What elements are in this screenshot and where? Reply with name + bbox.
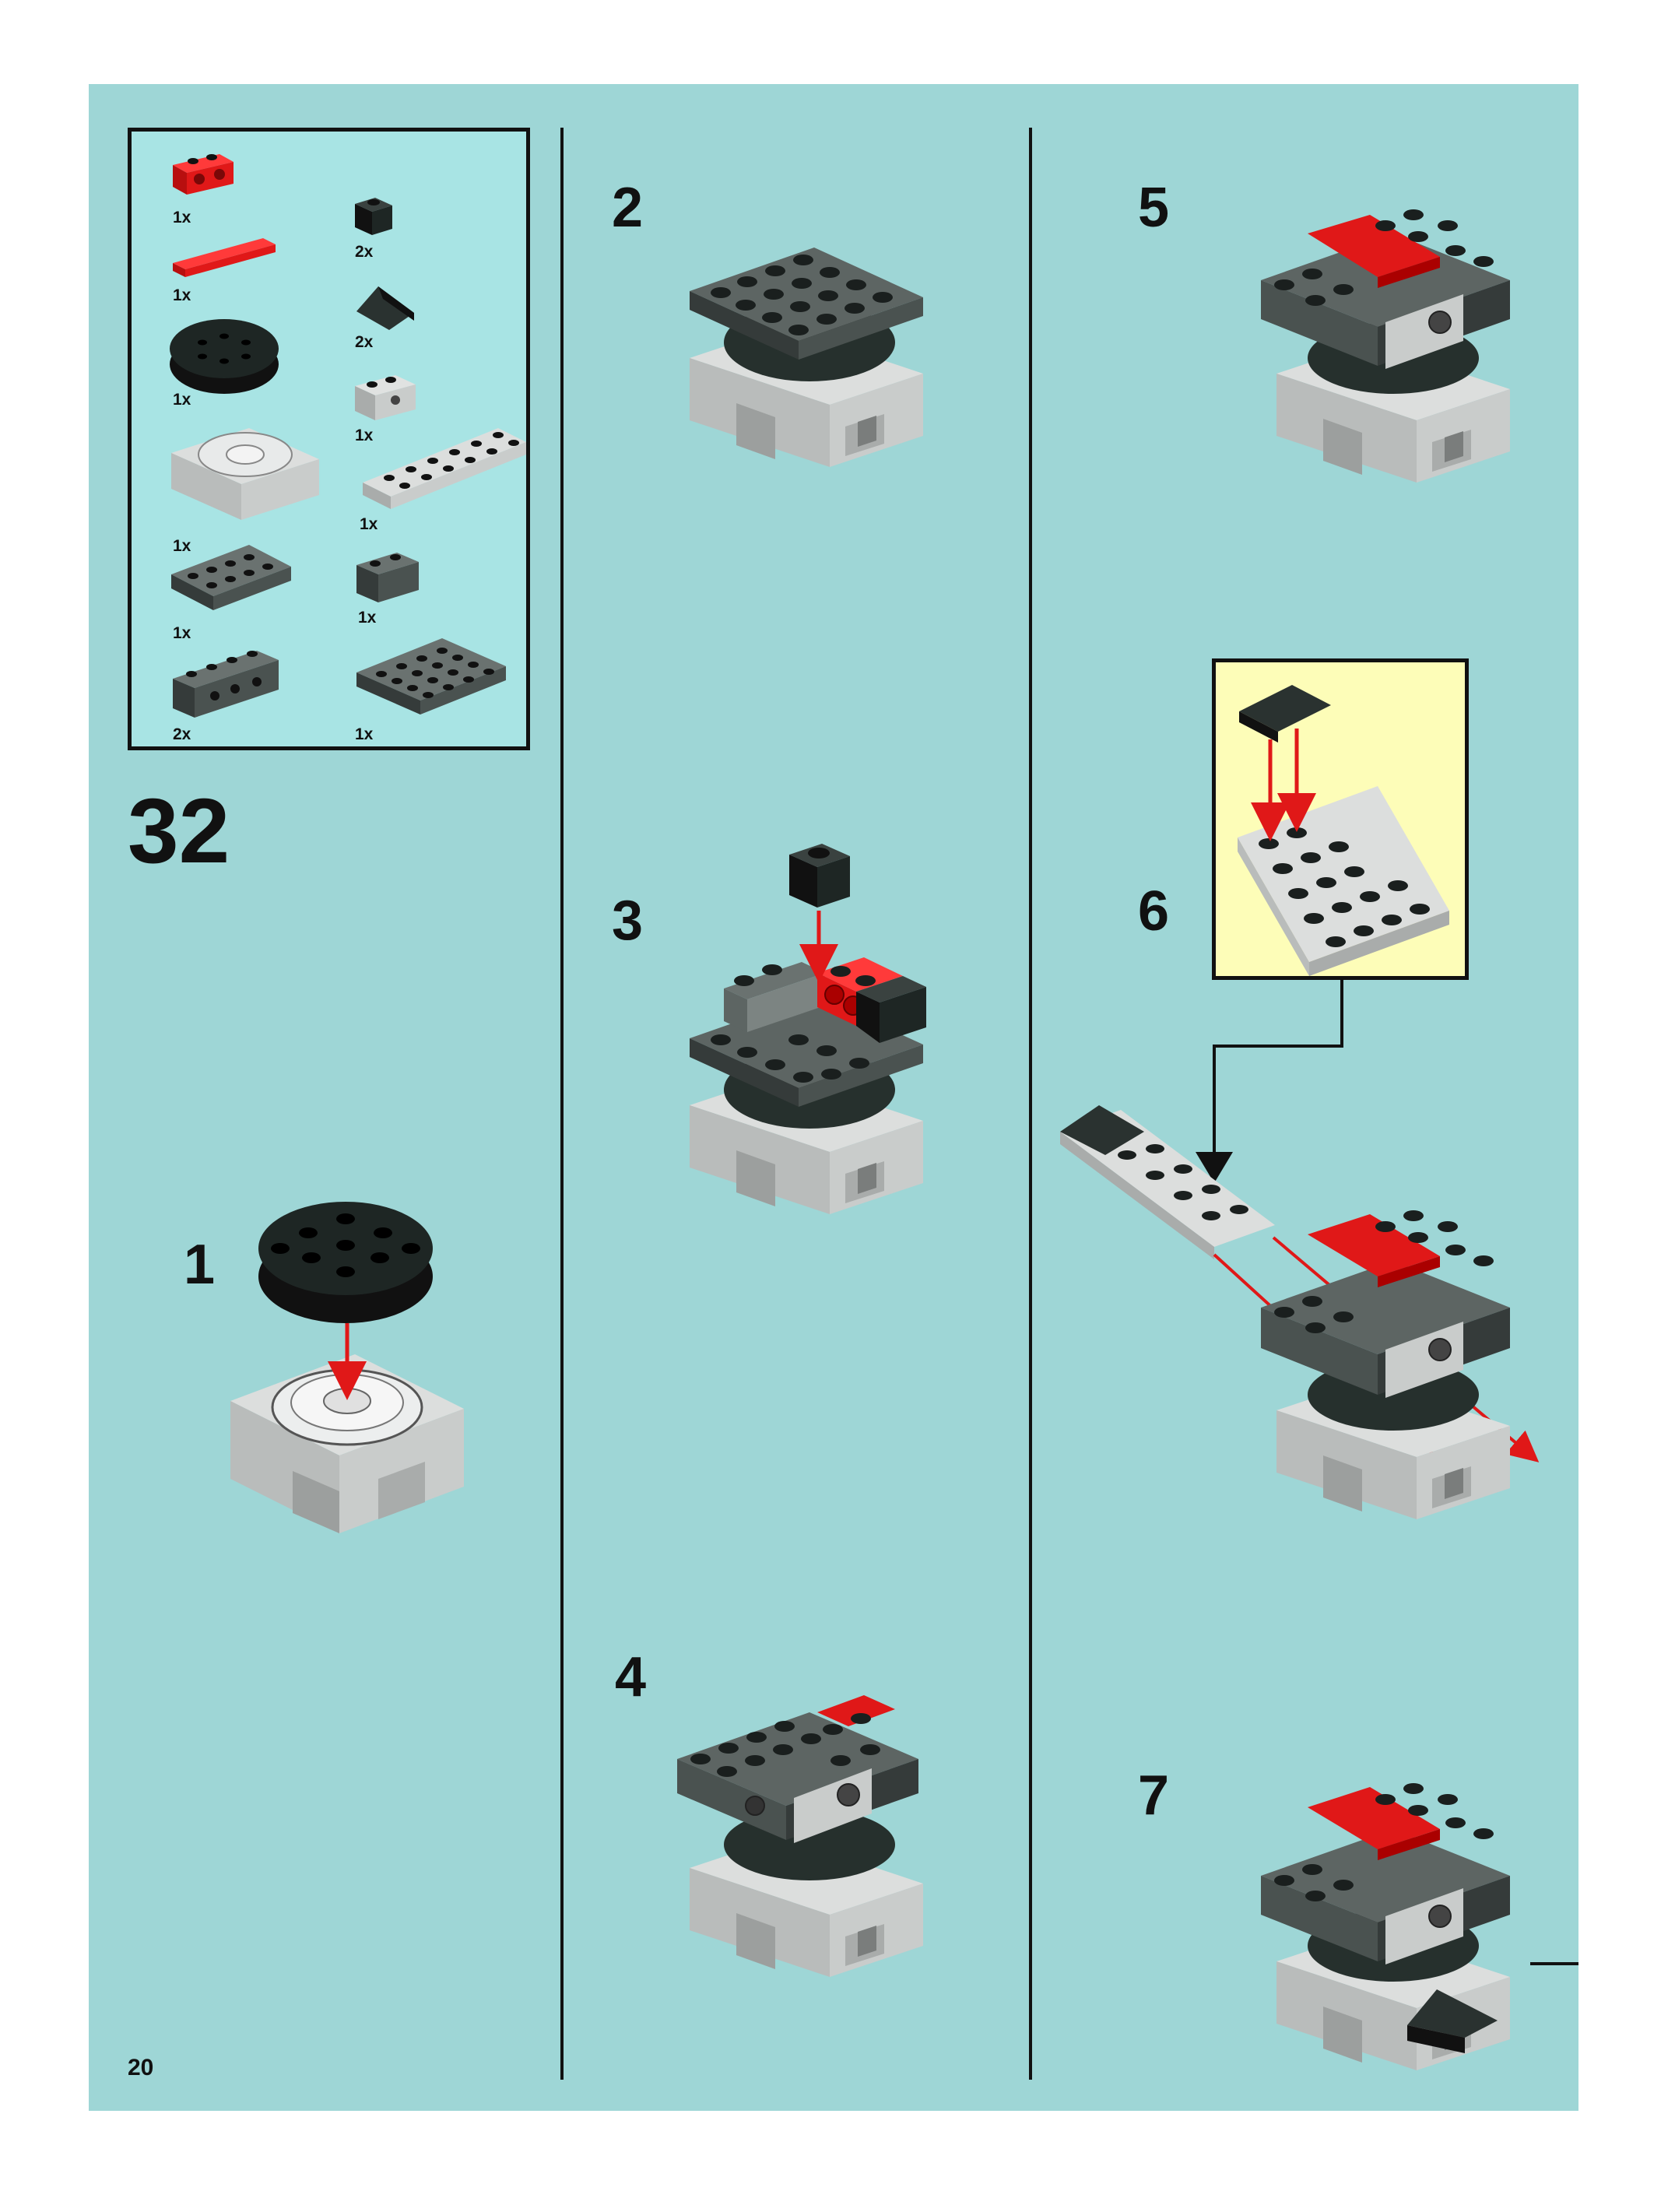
step-6-callout-illustration	[1238, 685, 1449, 976]
step-3-illustration	[690, 844, 926, 1214]
step-5-illustration	[1261, 209, 1510, 483]
step-6-illustration	[1060, 979, 1527, 1519]
step-1-illustration	[230, 1202, 464, 1533]
step-2-illustration	[690, 248, 923, 467]
step-7-illustration	[1261, 1783, 1510, 2070]
step-4-illustration	[677, 1695, 923, 1977]
